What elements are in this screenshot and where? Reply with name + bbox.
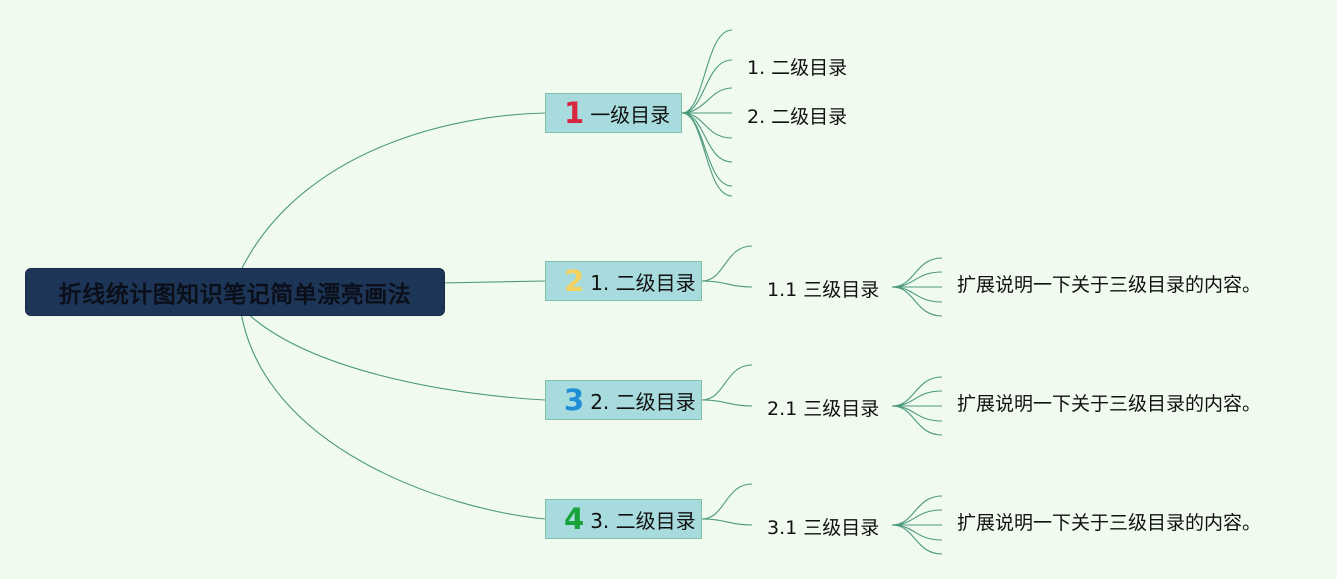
branch-label-3: 2. 二级目录 <box>590 389 696 414</box>
branch-node-2[interactable]: 2 1. 二级目录 <box>545 261 702 301</box>
subtopic-label: 2. 二级目录 <box>747 106 848 128</box>
connector-root-branch-2 <box>439 280 546 284</box>
detail-2-1[interactable]: 扩展说明一下关于三级目录的内容。 <box>957 270 1261 297</box>
connector-root-branch-1 <box>239 112 546 273</box>
branch-number-3: 3 <box>564 382 585 417</box>
detail-3-1[interactable]: 扩展说明一下关于三级目录的内容。 <box>957 389 1261 416</box>
subtopic-4-1[interactable]: 3.1 三级目录 <box>767 513 879 540</box>
branch-node-1[interactable]: 1 一级目录 <box>545 93 682 133</box>
detail-label: 扩展说明一下关于三级目录的内容。 <box>957 274 1262 296</box>
connector-root-branch-3 <box>239 305 546 401</box>
branch-node-3[interactable]: 3 2. 二级目录 <box>545 380 702 420</box>
detail-4-1[interactable]: 扩展说明一下关于三级目录的内容。 <box>957 508 1261 535</box>
detail-label: 扩展说明一下关于三级目录的内容。 <box>957 393 1262 415</box>
branch-label-1: 一级目录 <box>590 102 671 127</box>
root-node[interactable]: 折线统计图知识笔记简单漂亮画法 <box>25 268 445 316</box>
branch-number-4: 4 <box>564 501 585 536</box>
subtopic-label: 1. 二级目录 <box>747 57 848 79</box>
root-label: 折线统计图知识笔记简单漂亮画法 <box>58 282 412 308</box>
subtopic-2-1[interactable]: 1.1 三级目录 <box>767 275 879 302</box>
branch-label-4: 3. 二级目录 <box>590 508 696 533</box>
detail-label: 扩展说明一下关于三级目录的内容。 <box>957 512 1262 534</box>
subtopic-3-1[interactable]: 2.1 三级目录 <box>767 394 879 421</box>
subtopic-1-2[interactable]: 2. 二级目录 <box>747 102 847 129</box>
subtopic-label: 3.1 三级目录 <box>767 517 880 539</box>
connector-root-branch-4 <box>239 305 546 520</box>
subtopic-label: 1.1 三级目录 <box>767 279 880 301</box>
branch-number-1: 1 <box>564 95 585 130</box>
branch-number-2: 2 <box>564 263 585 298</box>
subtopic-1-1[interactable]: 1. 二级目录 <box>747 53 847 80</box>
subtopic-label: 2.1 三级目录 <box>767 398 880 420</box>
branch-node-4[interactable]: 4 3. 二级目录 <box>545 499 702 539</box>
branch-label-2: 1. 二级目录 <box>590 270 696 295</box>
